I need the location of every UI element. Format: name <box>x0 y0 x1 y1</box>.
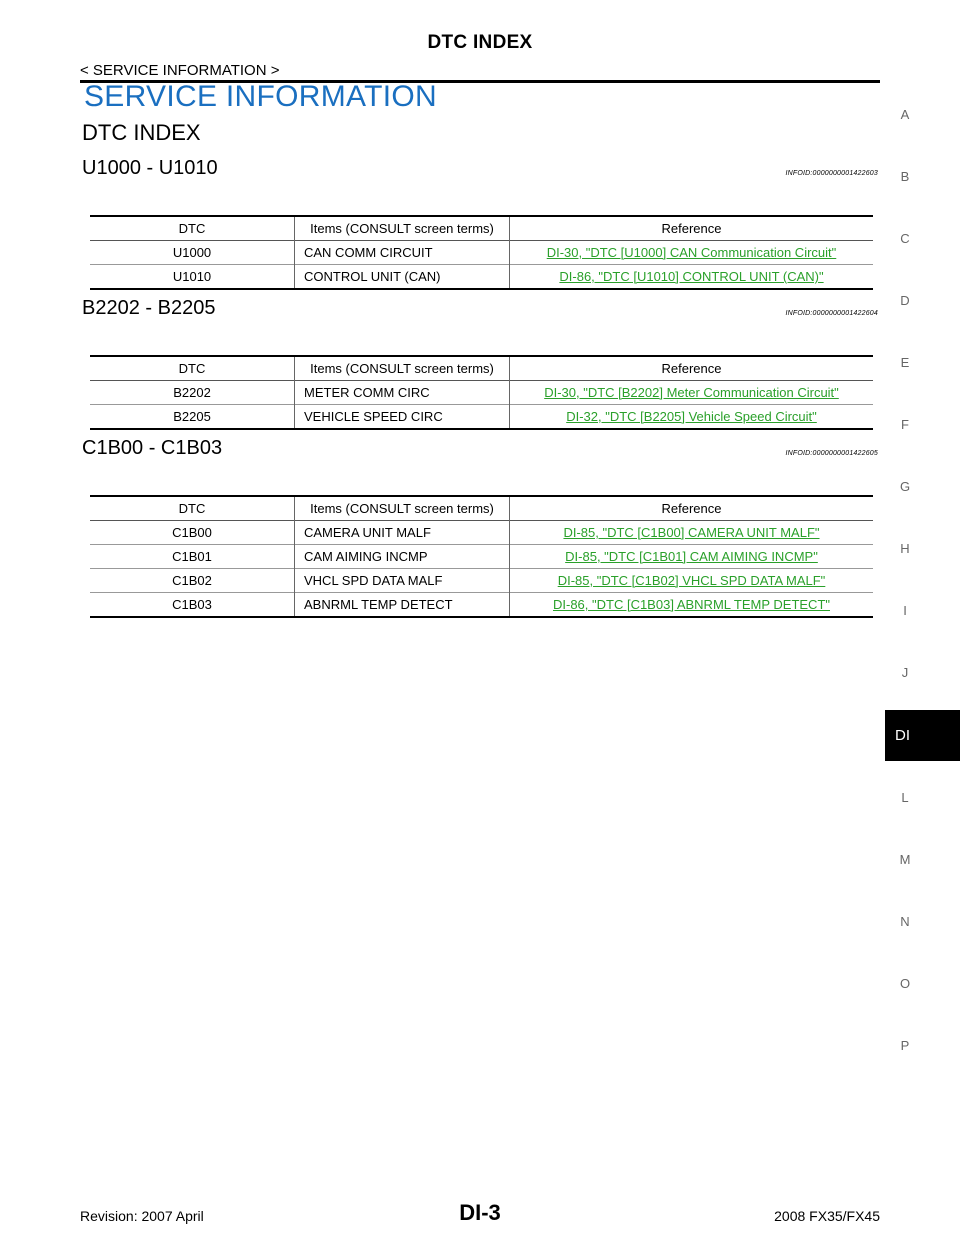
table-header-row: DTC Items (CONSULT screen terms) Referen… <box>90 356 873 381</box>
table-row: C1B02 VHCL SPD DATA MALF DI-85, "DTC [C1… <box>90 568 873 593</box>
column-header-reference: Reference <box>661 221 722 236</box>
infoid-label: INFOID:0000000001422604 <box>785 310 878 317</box>
reference-link[interactable]: DI-30, "DTC [B2202] Meter Communication … <box>544 385 839 400</box>
dtc-item: CONTROL UNIT (CAN) <box>294 264 510 289</box>
section-tab-e[interactable]: E <box>900 355 910 370</box>
section-tab-j[interactable]: J <box>901 665 909 680</box>
sub-title: DTC INDEX <box>82 120 201 145</box>
dtc-code: U1000 <box>172 245 212 260</box>
section-tab-m[interactable]: M <box>899 852 911 867</box>
dtc-item: VHCL SPD DATA MALF <box>294 568 510 593</box>
dtc-item: ABNRML TEMP DETECT <box>294 592 510 617</box>
header-divider <box>80 80 880 83</box>
section-tab-h[interactable]: H <box>900 541 910 556</box>
table-header-row: DTC Items (CONSULT screen terms) Referen… <box>90 216 873 241</box>
group-title-u1000: U1000 - U1010 <box>82 157 218 179</box>
section-index: A B C D E F G H I J DI L M N O P <box>885 0 960 1242</box>
section-title: SERVICE INFORMATION <box>84 80 437 113</box>
column-header-items: Items (CONSULT screen terms) <box>294 216 510 241</box>
dtc-code: U1010 <box>172 269 212 284</box>
column-header-reference: Reference <box>661 361 722 376</box>
table-row: B2202 METER COMM CIRC DI-30, "DTC [B2202… <box>90 380 873 405</box>
section-tab-b[interactable]: B <box>900 169 910 184</box>
table-row: U1010 CONTROL UNIT (CAN) DI-86, "DTC [U1… <box>90 264 873 289</box>
table-row: C1B01 CAM AIMING INCMP DI-85, "DTC [C1B0… <box>90 544 873 569</box>
section-tab-d[interactable]: D <box>900 293 910 308</box>
section-tab-n[interactable]: N <box>900 914 910 929</box>
dtc-item: CAN COMM CIRCUIT <box>294 240 510 265</box>
reference-link[interactable]: DI-32, "DTC [B2205] Vehicle Speed Circui… <box>566 409 817 424</box>
breadcrumb: < SERVICE INFORMATION > <box>80 62 280 79</box>
dtc-item: METER COMM CIRC <box>294 380 510 405</box>
dtc-code: C1B00 <box>172 525 212 540</box>
section-tab-o[interactable]: O <box>899 976 911 991</box>
section-tab-l[interactable]: L <box>901 790 909 805</box>
dtc-table-c1b00: DTC Items (CONSULT screen terms) Referen… <box>90 495 873 618</box>
section-tab-di-active[interactable]: DI <box>885 710 960 761</box>
column-header-dtc: DTC <box>178 501 206 516</box>
section-tab-f[interactable]: F <box>901 417 909 432</box>
footer-page-number: DI-3 <box>459 1200 501 1225</box>
column-header-items: Items (CONSULT screen terms) <box>294 356 510 381</box>
footer-model: 2008 FX35/FX45 <box>774 1208 880 1224</box>
table-row: B2205 VEHICLE SPEED CIRC DI-32, "DTC [B2… <box>90 404 873 429</box>
section-tab-g[interactable]: G <box>899 479 911 494</box>
group-title-c1b00: C1B00 - C1B03 <box>82 437 223 459</box>
reference-link[interactable]: DI-86, "DTC [C1B03] ABNRML TEMP DETECT" <box>553 597 830 612</box>
table-row: C1B00 CAMERA UNIT MALF DI-85, "DTC [C1B0… <box>90 520 873 545</box>
section-tab-c[interactable]: C <box>900 231 910 246</box>
dtc-table-b2202: DTC Items (CONSULT screen terms) Referen… <box>90 355 873 430</box>
reference-link[interactable]: DI-86, "DTC [U1010] CONTROL UNIT (CAN)" <box>559 269 824 284</box>
dtc-code: C1B03 <box>172 597 212 612</box>
section-tab-p[interactable]: P <box>900 1038 910 1053</box>
dtc-item: CAMERA UNIT MALF <box>294 520 510 545</box>
column-header-items: Items (CONSULT screen terms) <box>294 496 510 521</box>
table-header-row: DTC Items (CONSULT screen terms) Referen… <box>90 496 873 521</box>
reference-link[interactable]: DI-85, "DTC [C1B02] VHCL SPD DATA MALF" <box>557 573 826 588</box>
dtc-code: C1B01 <box>172 549 212 564</box>
infoid-label: INFOID:0000000001422603 <box>785 170 878 177</box>
column-header-dtc: DTC <box>178 221 206 236</box>
page-title: DTC INDEX <box>427 32 533 53</box>
dtc-code: C1B02 <box>172 573 212 588</box>
section-tab-a[interactable]: A <box>900 107 910 122</box>
reference-link[interactable]: DI-85, "DTC [C1B00] CAMERA UNIT MALF" <box>563 525 820 540</box>
dtc-item: CAM AIMING INCMP <box>294 544 510 569</box>
reference-link[interactable]: DI-30, "DTC [U1000] CAN Communication Ci… <box>546 245 837 260</box>
dtc-table-u1000: DTC Items (CONSULT screen terms) Referen… <box>90 215 873 290</box>
reference-link[interactable]: DI-85, "DTC [C1B01] CAM AIMING INCMP" <box>565 549 818 564</box>
section-tab-i[interactable]: I <box>903 603 907 618</box>
table-row: C1B03 ABNRML TEMP DETECT DI-86, "DTC [C1… <box>90 592 873 617</box>
column-header-reference: Reference <box>661 501 722 516</box>
column-header-dtc: DTC <box>178 361 206 376</box>
dtc-code: B2205 <box>173 409 211 424</box>
table-row: U1000 CAN COMM CIRCUIT DI-30, "DTC [U100… <box>90 240 873 265</box>
infoid-label: INFOID:0000000001422605 <box>785 450 878 457</box>
dtc-code: B2202 <box>173 385 211 400</box>
dtc-item: VEHICLE SPEED CIRC <box>294 404 510 429</box>
footer-revision: Revision: 2007 April <box>80 1208 204 1224</box>
group-title-b2202: B2202 - B2205 <box>82 297 216 319</box>
